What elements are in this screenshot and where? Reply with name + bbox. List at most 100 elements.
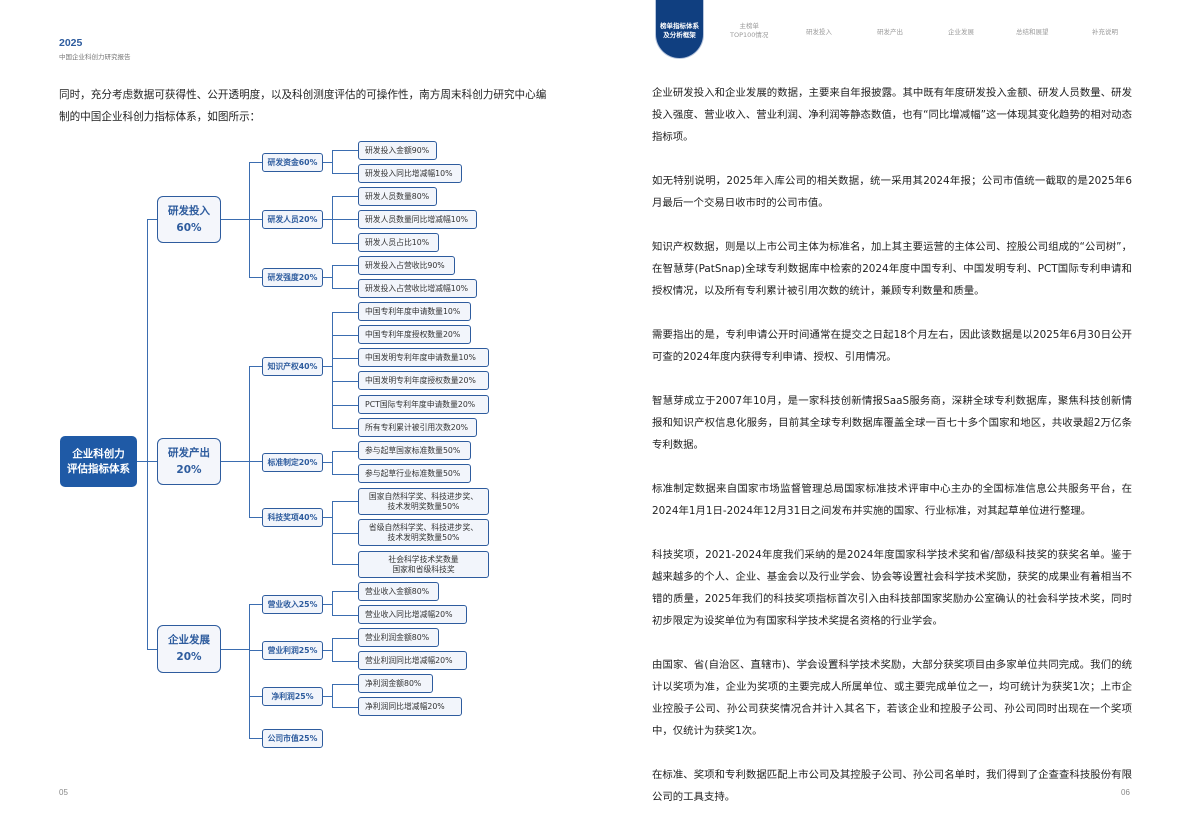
l3-node: 营业收入同比增减幅20%	[358, 605, 467, 624]
page-number-left: 05	[59, 788, 68, 797]
connector	[332, 196, 334, 243]
l1-weight: 20%	[176, 651, 202, 663]
l3-node: 研发投入同比增减幅10%	[358, 164, 462, 183]
nav-label-line2: TOP100情况	[730, 31, 769, 39]
l3-node: 中国专利年度申请数量10%	[358, 302, 471, 321]
connector	[332, 196, 358, 198]
connector	[332, 615, 358, 617]
l2-node: 营业利润25%	[262, 641, 323, 660]
nav-active-label: 榜单指标体系 及分析框架	[660, 22, 699, 40]
l3-line: 社会科学技术奖数量	[388, 554, 459, 564]
connector	[332, 243, 358, 245]
connector	[332, 173, 358, 175]
l1-rd-input: 研发投入 60%	[157, 196, 221, 243]
connector	[332, 638, 358, 640]
l2-node: 知识产权40%	[262, 357, 323, 376]
l3-line: 技术发明奖数量50%	[387, 501, 460, 511]
connector	[249, 162, 262, 164]
l3-node: 研发人员数量同比增减幅10%	[358, 210, 477, 229]
connector	[323, 650, 332, 652]
connector	[249, 738, 262, 740]
connector	[332, 451, 334, 474]
connector	[221, 649, 249, 651]
connector	[323, 517, 332, 519]
l2-node: 科技奖项40%	[262, 508, 323, 527]
connector	[332, 265, 358, 267]
nav-tab-rd-input[interactable]: 研发投入	[806, 28, 832, 36]
l2-node: 净利润25%	[262, 687, 323, 706]
connector	[147, 219, 149, 649]
connector	[249, 604, 251, 738]
root-label-line2: 评估指标体系	[67, 462, 130, 475]
left-page: 2025 中国企业科创力研究报告 同时，充分考虑数据可获得性、公开透明度，以及科…	[59, 37, 546, 797]
connector	[147, 649, 157, 651]
connector	[332, 288, 358, 290]
l3-node-multiline: 社会科学技术奖数量 国家和省级科技奖	[358, 551, 489, 578]
connector	[332, 661, 358, 663]
paragraph: 科技奖项，2021-2024年度我们采纳的是2024年度国家科学技术奖和省/部级…	[652, 549, 1132, 627]
right-page-body: 企业研发投入和企业发展的数据，主要来自年报披露。其中既有年度研发投入金额、研发人…	[652, 82, 1132, 830]
connector	[323, 366, 332, 368]
l1-weight: 60%	[176, 221, 202, 234]
connector	[332, 638, 334, 661]
connector	[332, 405, 358, 407]
connector	[323, 162, 332, 164]
connector	[332, 335, 358, 337]
connector	[147, 219, 157, 221]
connector	[249, 696, 262, 698]
connector	[332, 707, 358, 709]
connector	[332, 684, 334, 707]
nav-tab-rd-output[interactable]: 研发产出	[877, 28, 903, 36]
l3-node: 中国专利年度授权数量20%	[358, 325, 471, 344]
nav-tab-summary-outlook[interactable]: 总结和展望	[1016, 28, 1049, 36]
l2-node: 研发人员20%	[262, 210, 323, 229]
nav-tab-supplementary[interactable]: 补充说明	[1092, 28, 1118, 36]
l3-node: 研发人员占比10%	[358, 233, 439, 252]
connector	[332, 474, 358, 476]
l1-weight: 20%	[176, 463, 202, 476]
connector	[332, 358, 358, 360]
l1-name: 研发投入	[168, 204, 210, 217]
l2-node: 营业收入25%	[262, 595, 323, 614]
l2-node: 研发资金60%	[262, 153, 323, 172]
l3-node-multiline: 国家自然科学奖、科技进步奖、 技术发明奖数量50%	[358, 488, 489, 515]
l2-node: 研发强度20%	[262, 268, 323, 287]
connector	[332, 591, 358, 593]
paragraph: 智慧芽成立于2007年10月，是一家科技创新情报SaaS服务商，深耕全球专利数据…	[652, 395, 1132, 451]
connector	[332, 501, 334, 564]
l3-node: 研发投入占营收比增减幅10%	[358, 279, 477, 298]
l3-line: 技术发明奖数量50%	[387, 532, 460, 542]
l3-line: 省级自然科学奖、科技进步奖、	[368, 522, 479, 532]
paragraph: 需要指出的是，专利申请公开时间通常在提交之日起18个月左右，因此该数据是以202…	[652, 329, 1132, 363]
nav-tab-main-list[interactable]: 主榜单 TOP100情况	[730, 22, 768, 40]
page-number-right: 06	[1121, 788, 1130, 797]
nav-tab-indicator-framework[interactable]: 榜单指标体系 及分析框架	[656, 0, 703, 58]
l3-line: 国家和省级科技奖	[392, 564, 455, 574]
mindmap-root: 企业科创力 评估指标体系	[60, 436, 137, 487]
connector	[332, 501, 358, 503]
connector	[249, 650, 262, 652]
l3-node: 中国发明专利年度申请数量10%	[358, 348, 489, 367]
connector	[249, 604, 262, 606]
paragraph: 企业研发投入和企业发展的数据，主要来自年报披露。其中既有年度研发投入金额、研发人…	[652, 87, 1132, 143]
paragraph: 知识产权数据，则是以上市公司主体为标准名，加上其主要运营的主体公司、控股公司组成…	[652, 241, 1132, 297]
l3-node: 净利润同比增减幅20%	[358, 697, 462, 716]
l3-node: 研发投入占营收比90%	[358, 256, 455, 275]
l3-node: 参与起草行业标准数量50%	[358, 464, 471, 483]
connector	[249, 366, 251, 517]
l3-node: 中国发明专利年度授权数量20%	[358, 371, 489, 390]
connector	[249, 517, 262, 519]
connector	[332, 564, 358, 566]
connector	[332, 451, 358, 453]
l3-node: 参与起草国家标准数量50%	[358, 441, 471, 460]
l1-rd-output: 研发产出 20%	[157, 438, 221, 485]
nav-active-line1: 榜单指标体系	[660, 22, 699, 30]
connector	[147, 461, 157, 463]
connector	[332, 533, 358, 535]
nav-active-line2: 及分析框架	[663, 31, 696, 39]
nav-label-line1: 主榜单	[739, 22, 759, 30]
l1-enterprise-development: 企业发展 20%	[157, 625, 221, 673]
nav-tab-enterprise-development[interactable]: 企业发展	[948, 28, 974, 36]
connector	[221, 461, 262, 463]
connector	[332, 150, 358, 152]
